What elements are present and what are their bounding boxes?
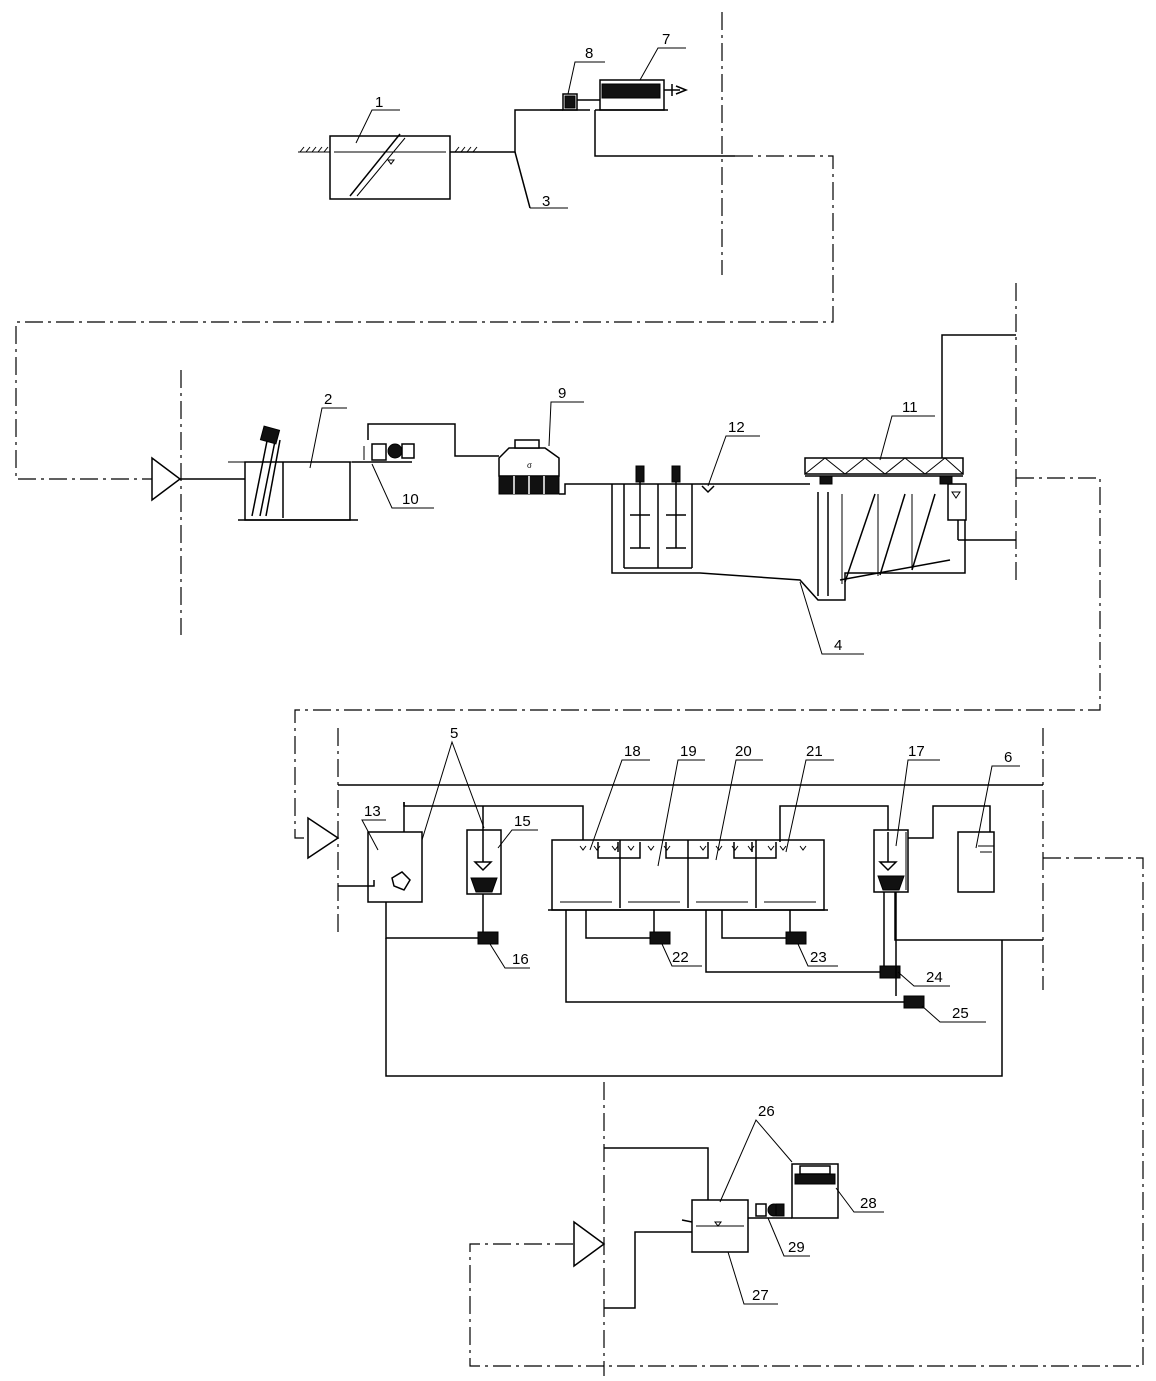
- label-21: 21: [806, 743, 823, 760]
- label-23: 23: [810, 949, 827, 966]
- pump-25: [903, 995, 925, 1009]
- tower-mark: σ: [527, 461, 532, 470]
- label-28: 28: [860, 1195, 877, 1212]
- dewatering-28: [791, 1163, 839, 1219]
- pipe-20-bottom: [721, 910, 788, 939]
- label-25: 25: [952, 1005, 969, 1022]
- label-4: 4: [834, 637, 842, 654]
- label-6: 6: [1004, 749, 1012, 766]
- label-10: 10: [402, 491, 419, 508]
- label-7: 7: [662, 31, 670, 48]
- flow-link-3-4: [469, 857, 1144, 1367]
- tank-6: [957, 831, 995, 893]
- dosing-nozzle-12: [701, 485, 715, 494]
- label-16: 16: [512, 951, 529, 968]
- pipe-pit-to-pump: [450, 109, 563, 153]
- section-biochemical: [307, 728, 1144, 1367]
- label-20: 20: [735, 743, 752, 760]
- label-2: 2: [324, 391, 332, 408]
- pump-8: [550, 93, 590, 111]
- pipe-tower-to-clarifier: [559, 483, 810, 495]
- label-5: 5: [450, 725, 458, 742]
- pipe-21-to-17: [779, 805, 889, 842]
- label-29: 29: [788, 1239, 805, 1256]
- label-22: 22: [672, 949, 689, 966]
- pump-23: [785, 931, 807, 945]
- pipe-17-outlet: [894, 892, 1043, 941]
- pump-29: [755, 1203, 785, 1217]
- pit-screen: [349, 133, 401, 197]
- water-level-mark: [387, 159, 395, 165]
- pipe-17-to-6: [908, 805, 991, 839]
- section-pretreatment: σ: [151, 283, 1101, 839]
- regulating-tank-2: [244, 461, 351, 521]
- label-11: 11: [902, 399, 918, 416]
- section-sludge: [573, 1082, 839, 1376]
- pipe-to-pump-25: [565, 910, 904, 1003]
- pump-22: [649, 931, 671, 945]
- sludge-tank-27: [681, 1199, 749, 1253]
- labels: 1 3 8 7 2 10 9 12 11 4 5 13 15: [309, 31, 1020, 1305]
- inlet-arrow-2: [151, 456, 182, 502]
- label-19: 19: [680, 743, 697, 760]
- label-1: 1: [375, 94, 383, 111]
- label-13: 13: [364, 803, 381, 820]
- cooling-tower-9: σ: [498, 439, 560, 495]
- filter-press-7: [577, 79, 689, 111]
- pipe-to-tower: [367, 423, 499, 457]
- pump-10: [352, 443, 415, 463]
- pump-16: [477, 931, 499, 945]
- inlet-arrow-4: [573, 1220, 606, 1268]
- clarifier-4: [611, 465, 967, 601]
- label-15: 15: [514, 813, 531, 830]
- agitator-2: [666, 465, 686, 549]
- scraper-bridge-11: [804, 457, 964, 485]
- pipe-27-inlet: [604, 1231, 692, 1309]
- inlet-arrow-3: [307, 816, 340, 860]
- label-27: 27: [752, 1287, 769, 1304]
- pipe-sludge-return: [941, 334, 1016, 458]
- pipe-filtrate: [594, 110, 735, 157]
- pump-24: [879, 965, 901, 979]
- tank-group-18-21: [548, 839, 828, 911]
- tank-17: [873, 829, 909, 893]
- flow-link-1-2: [15, 155, 834, 480]
- label-8: 8: [585, 45, 593, 62]
- tank-13: [338, 802, 423, 903]
- label-3: 3: [542, 193, 550, 210]
- pipe-18-bottom: [585, 910, 652, 939]
- section-collection: [15, 12, 834, 480]
- pipe-return-loop: [385, 938, 1003, 1077]
- label-26: 26: [758, 1103, 775, 1120]
- label-18: 18: [624, 743, 641, 760]
- label-24: 24: [926, 969, 943, 986]
- label-12: 12: [728, 419, 745, 436]
- label-9: 9: [558, 385, 566, 402]
- agitator-1: [630, 465, 650, 549]
- flow-link-2-3: [294, 477, 1101, 839]
- tank-15: [466, 829, 502, 895]
- pipe-13-to-18: [403, 802, 584, 842]
- pipe-to-27: [604, 1147, 709, 1200]
- label-17: 17: [908, 743, 925, 760]
- pipe-13-bottom: [385, 902, 480, 939]
- bar-screen: [251, 425, 281, 517]
- ground-hatch-left: [298, 146, 330, 153]
- pipe-to-pump-24: [705, 910, 880, 973]
